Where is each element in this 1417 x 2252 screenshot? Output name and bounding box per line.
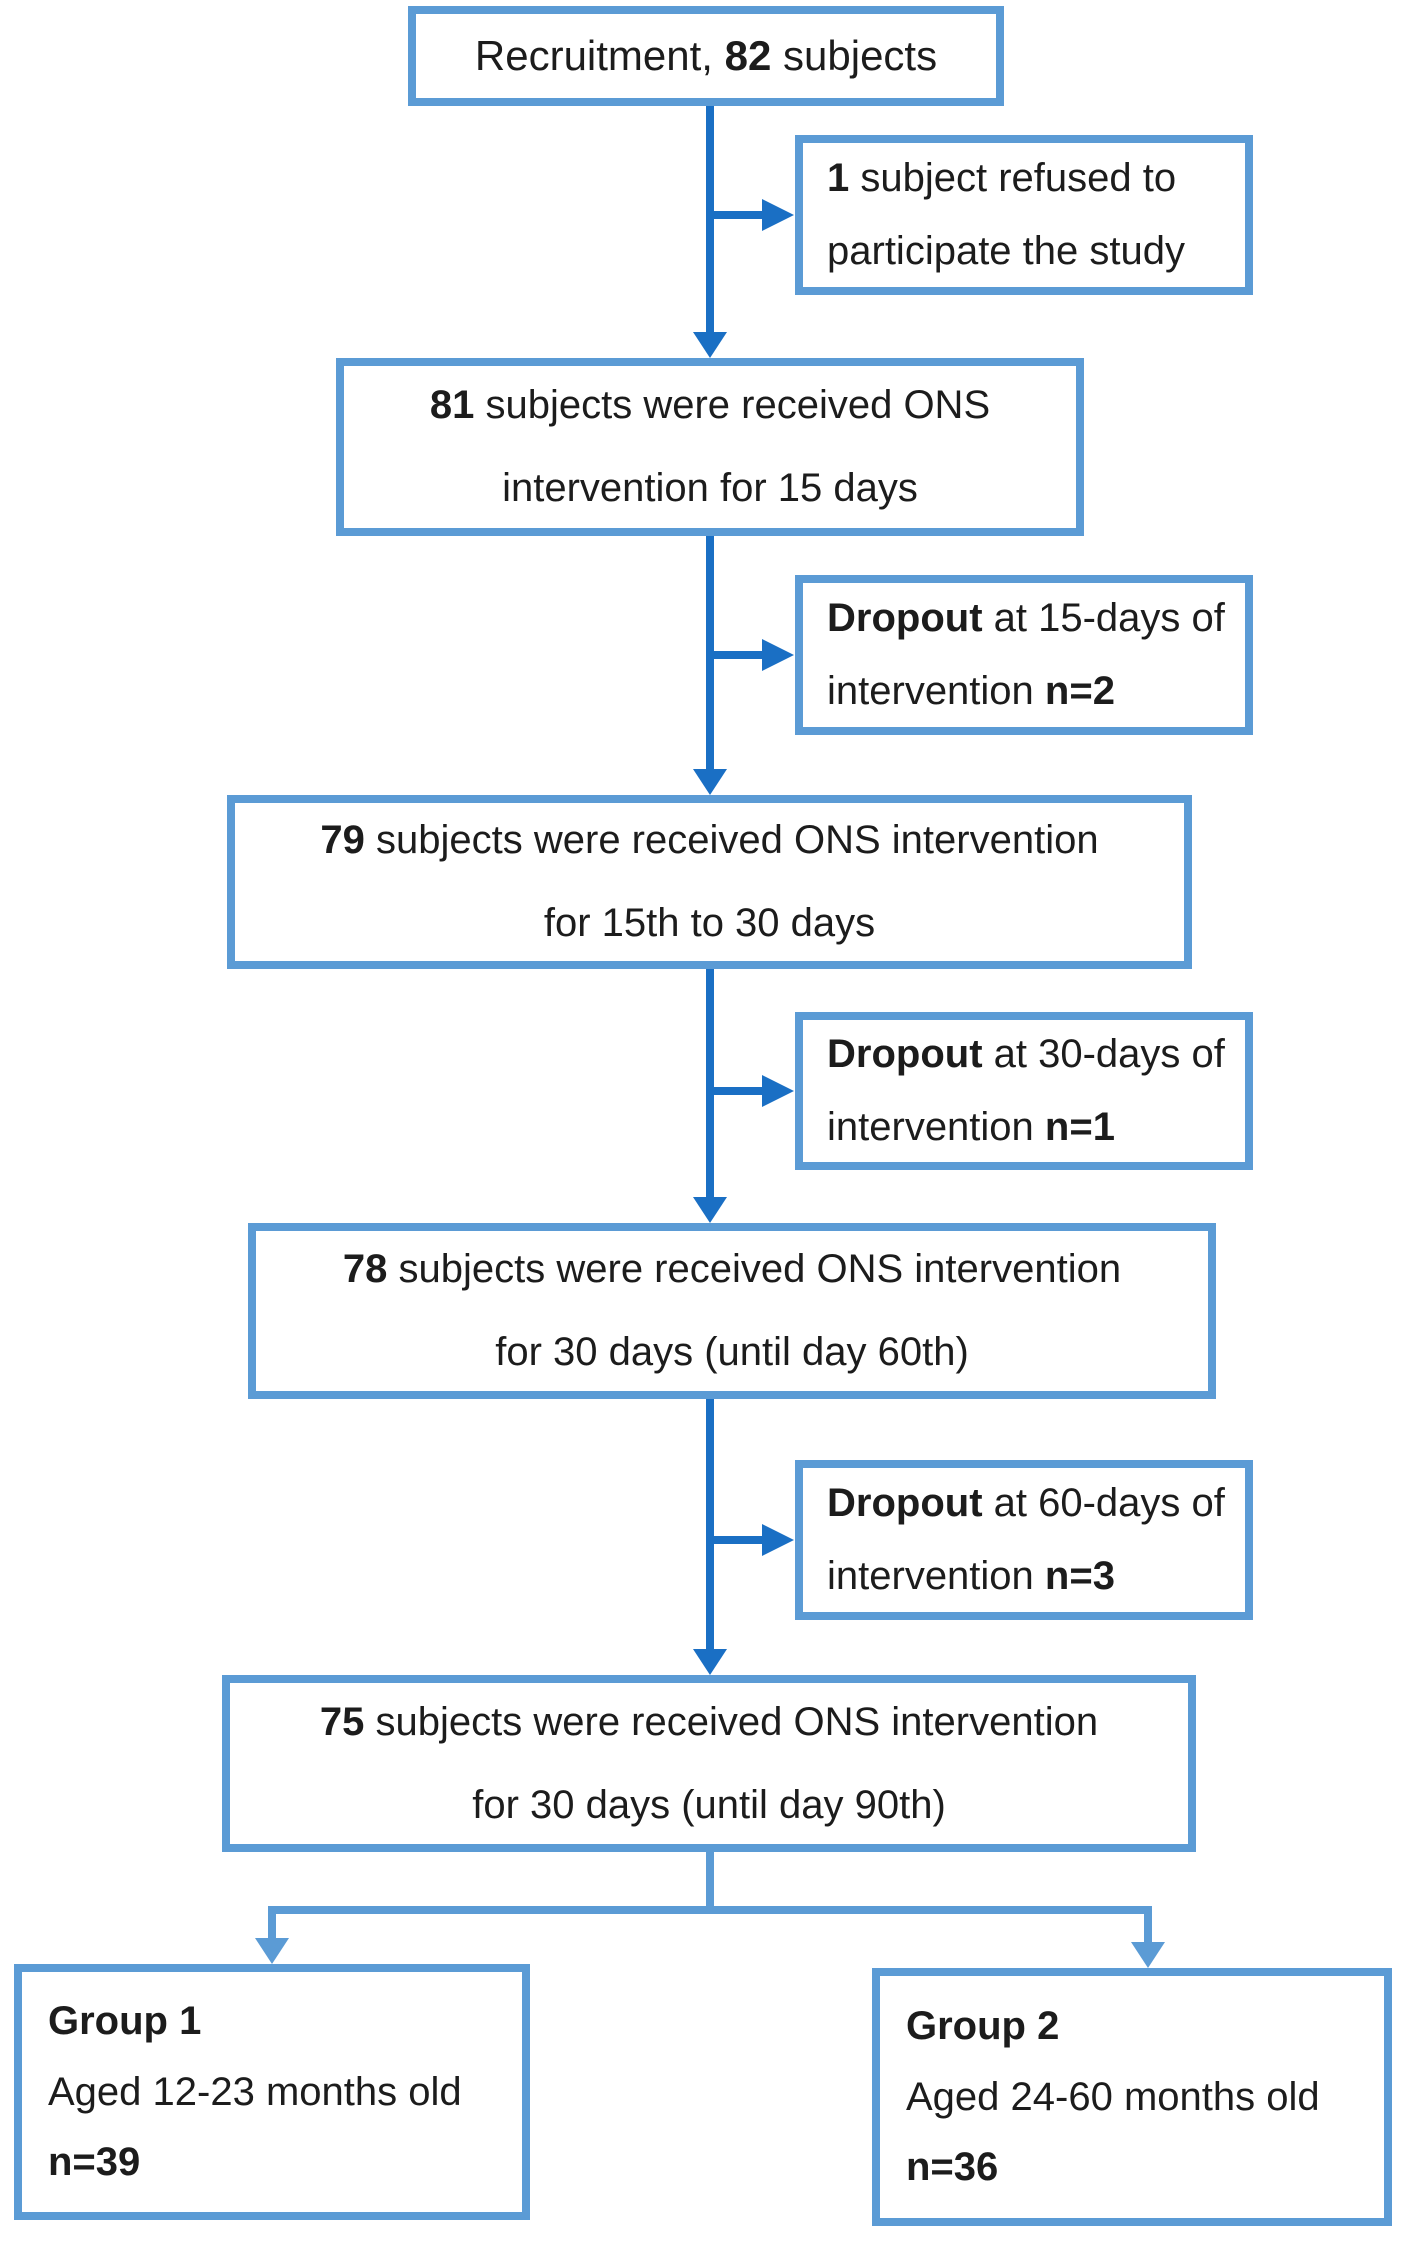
arrowhead-down-icon xyxy=(693,332,727,358)
flow-box-ons-60-days: 78 subjects were received ONS interventi… xyxy=(248,1223,1216,1399)
flow-box-text-line: Group 2 xyxy=(906,2003,1060,2048)
flow-box-refused: 1 subject refused to participate the stud… xyxy=(795,135,1253,295)
connector-ons30-to-ons60 xyxy=(706,969,714,1197)
flow-box-text-line: 78 subjects were received ONS interventi… xyxy=(342,1247,1122,1292)
flow-box-text-line: 75 subjects were received ONS interventi… xyxy=(319,1699,1099,1744)
arrowhead-right-icon xyxy=(762,1524,794,1556)
flow-box-text-line: for 30 days (until day 60th) xyxy=(495,1330,969,1374)
flow-box-dropout-60-days: Dropout at 60-days of intervention n=3 xyxy=(795,1460,1253,1620)
flow-box-text-line: n=36 xyxy=(906,2145,999,2190)
flow-box-dropout-15-days: Dropout at 15-days of intervention n=2 xyxy=(795,575,1253,735)
connector-to-dropout15 xyxy=(710,651,762,659)
flow-box-text-line: 81 subjects were received ONS xyxy=(429,383,991,428)
arrowhead-right-icon xyxy=(762,1075,794,1107)
connector-recruitment-to-ons15 xyxy=(706,104,714,334)
flow-box-text-line: intervention for 15 days xyxy=(502,466,918,510)
arrowhead-right-icon xyxy=(762,639,794,671)
flow-box-group-2: Group 2 Aged 24-60 months old n=36 xyxy=(872,1968,1392,2226)
flow-box-text-line: Dropout at 30-days of xyxy=(827,1032,1225,1077)
arrowhead-right-icon xyxy=(762,199,794,231)
flow-box-text-line: Recruitment, 82 subjects xyxy=(474,32,938,80)
flow-box-text-line: Aged 24-60 months old xyxy=(906,2074,1320,2119)
flow-box-text-line: Dropout at 15-days of xyxy=(827,596,1225,641)
branch-drop-left xyxy=(268,1906,276,1940)
arrowhead-down-icon xyxy=(255,1938,289,1964)
flow-box-text-line: Aged 12-23 months old xyxy=(48,2069,462,2114)
connector-ons60-to-ons90 xyxy=(706,1399,714,1649)
branch-stem xyxy=(706,1852,714,1914)
arrowhead-down-icon xyxy=(693,1197,727,1223)
branch-horizontal xyxy=(268,1906,1152,1914)
flow-box-text-line: for 30 days (until day 90th) xyxy=(472,1782,946,1827)
arrowhead-down-icon xyxy=(693,769,727,795)
flow-box-text-line: 1 subject refused to xyxy=(827,156,1177,201)
flow-box-text-line: intervention n=1 xyxy=(827,1105,1115,1149)
flow-box-ons-15-days: 81 subjects were received ONS interventio… xyxy=(336,358,1084,536)
flow-box-text-line: intervention n=3 xyxy=(827,1554,1115,1598)
flow-box-text-line: for 15th to 30 days xyxy=(543,901,876,945)
flow-box-text-line: intervention n=2 xyxy=(827,669,1115,713)
flow-box-group-1: Group 1 Aged 12-23 months old n=39 xyxy=(14,1964,530,2220)
flow-box-text-line: Dropout at 60-days of xyxy=(827,1481,1225,1526)
flow-box-text-line: participate the study xyxy=(827,229,1185,273)
flow-box-text-line: Group 1 xyxy=(48,1998,202,2043)
arrowhead-down-icon xyxy=(693,1649,727,1675)
connector-to-dropout60 xyxy=(710,1536,762,1544)
flow-box-text-line: 79 subjects were received ONS interventi… xyxy=(320,818,1099,863)
flow-box-recruitment: Recruitment, 82 subjects xyxy=(408,6,1004,106)
flow-box-dropout-30-days: Dropout at 30-days of intervention n=1 xyxy=(795,1012,1253,1170)
arrowhead-down-icon xyxy=(1131,1942,1165,1968)
connector-to-refused xyxy=(710,211,762,219)
flow-box-ons-90-days: 75 subjects were received ONS interventi… xyxy=(222,1675,1196,1852)
flow-box-text-line: n=39 xyxy=(48,2140,141,2185)
branch-drop-right xyxy=(1144,1906,1152,1944)
flow-box-ons-30-days: 79 subjects were received ONS interventi… xyxy=(227,795,1192,969)
connector-to-dropout30 xyxy=(710,1087,762,1095)
